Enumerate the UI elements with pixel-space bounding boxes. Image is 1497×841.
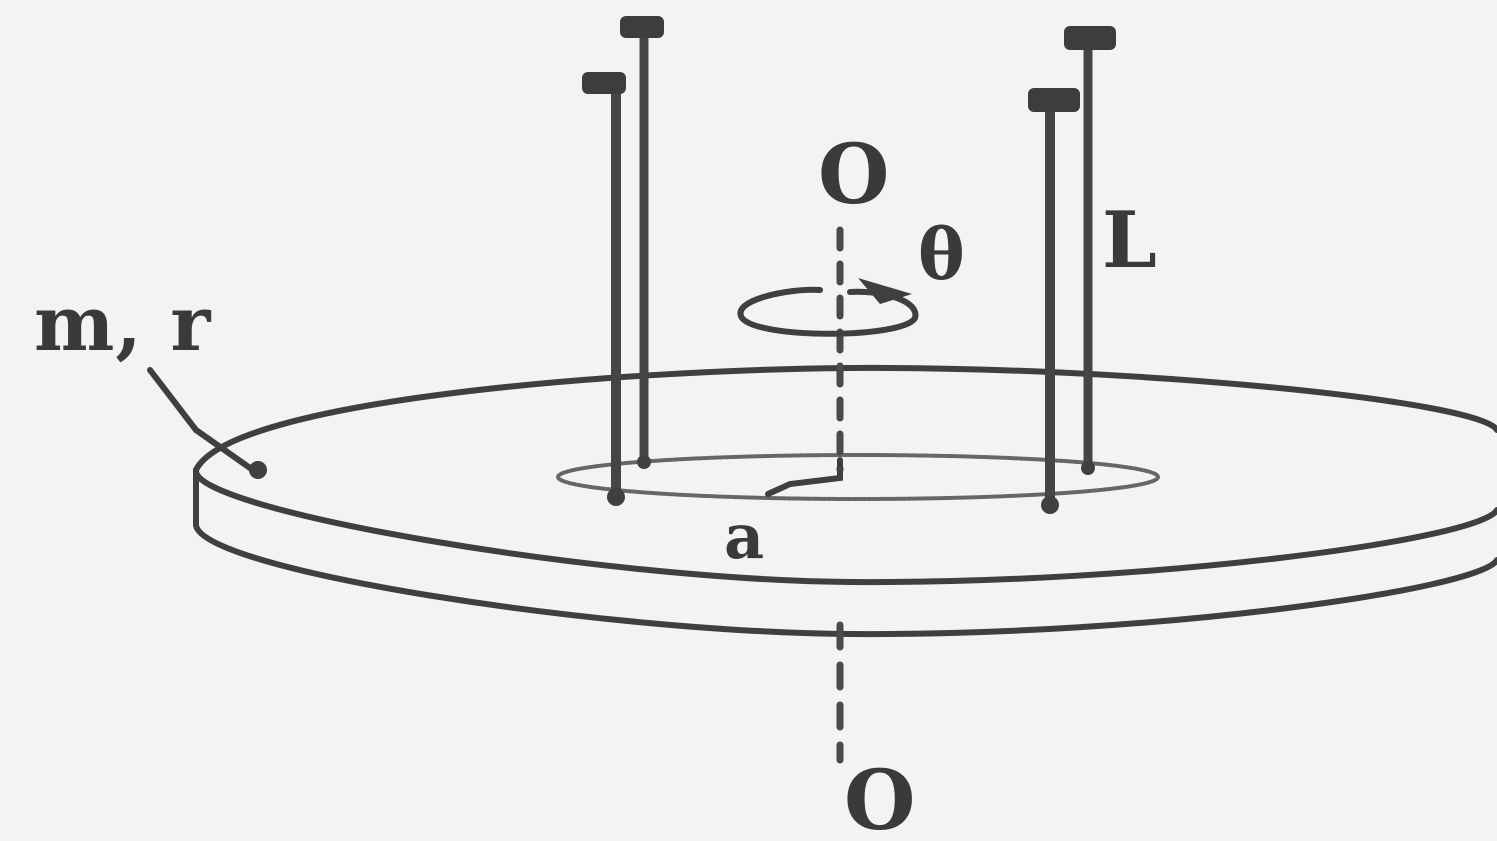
attach-point-left-front <box>607 488 625 506</box>
wire-right-back-cap <box>1064 26 1116 50</box>
mass-radius-leader <box>147 367 253 471</box>
disk-top-rim-front <box>193 467 1497 586</box>
attachment-circle <box>556 453 1160 501</box>
radius-a-indicator <box>765 457 843 497</box>
axis-bottom-label: O <box>844 753 916 841</box>
disk-mass-point <box>249 461 267 479</box>
rotation-arrow <box>737 286 919 337</box>
rotation-angle-label: θ <box>918 213 965 296</box>
mass-radius-label: m, r <box>34 279 212 368</box>
attach-point-right-back <box>1081 461 1095 475</box>
attach-radius-label: a <box>724 500 765 573</box>
disk-bottom-rim <box>193 522 1497 638</box>
wire-right-front-cap <box>1028 88 1080 112</box>
wire-left-front-cap <box>582 72 626 94</box>
attach-point-left-back <box>637 455 651 469</box>
wire-length-label: L <box>1102 195 1157 286</box>
attach-point-right-front <box>1041 496 1059 514</box>
disk-top-rim <box>193 364 1497 473</box>
wire-left-back-cap <box>620 16 664 38</box>
axis-top-label: O <box>818 127 890 223</box>
rotation-arrow-head <box>858 278 912 304</box>
